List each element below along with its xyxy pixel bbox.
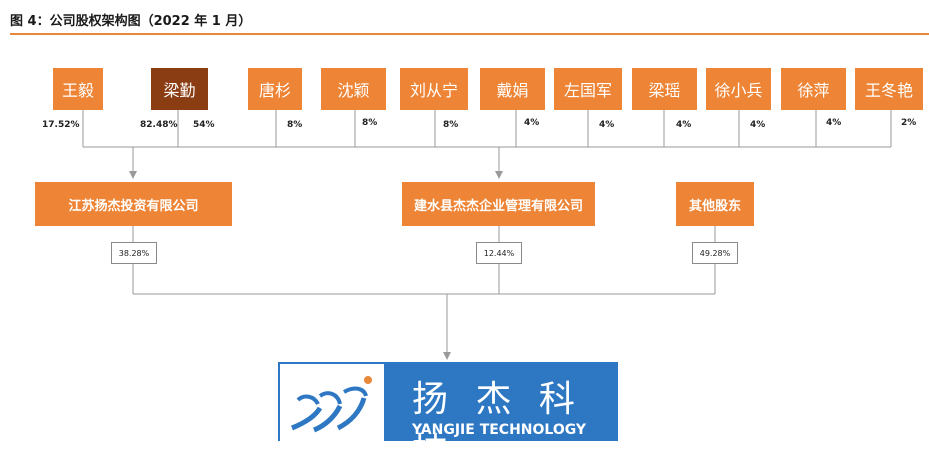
stake-percent: 4% <box>750 120 766 130</box>
shareholder-name: 梁勤 <box>163 81 196 100</box>
logo-mark-panel <box>280 364 384 441</box>
holder-name: 其他股东 <box>688 198 741 214</box>
shareholder-box-wang-yi: 王毅 <box>53 68 103 110</box>
holder-box-other-shareholders: 其他股东 <box>676 182 754 226</box>
holder-box-jianshui-jiejie: 建水县杰杰企业管理有限公司 <box>402 182 595 226</box>
shareholder-box-zuo-guojun: 左国军 <box>554 68 622 110</box>
shareholder-name: 左国军 <box>563 81 612 100</box>
company-name-en: YANGJIE TECHNOLOGY <box>412 422 587 438</box>
shareholder-box-liang-qin: 梁勤 <box>151 68 208 110</box>
holder-name: 建水县杰杰企业管理有限公司 <box>413 198 583 214</box>
shareholder-name: 梁瑶 <box>648 81 681 100</box>
stake-percent: 8% <box>443 120 459 130</box>
shareholder-box-wang-dongyan: 王冬艳 <box>855 68 923 110</box>
shareholder-name: 唐杉 <box>258 81 291 100</box>
shareholder-box-xu-ping: 徐萍 <box>781 68 846 110</box>
stake-percent: 4% <box>599 120 615 130</box>
stake-percent: 8% <box>362 118 378 128</box>
figure-title: 图 4：公司股权架构图（2022 年 1 月） <box>10 14 252 29</box>
shareholder-name: 王毅 <box>61 81 94 100</box>
stake-percent: 17.52% <box>42 120 80 130</box>
shareholder-name: 沈颖 <box>337 81 370 100</box>
shareholder-box-dai-juan: 戴娟 <box>480 68 545 110</box>
title-underline <box>10 33 929 35</box>
shareholder-box-tang-shan: 唐杉 <box>248 68 302 110</box>
stake-percent: 8% <box>287 120 303 130</box>
holder-box-jiangsu-yangjie-investment: 江苏扬杰投资有限公司 <box>35 182 232 226</box>
holder-stake-tag: 49.28% <box>692 242 738 264</box>
connector-lines <box>82 110 892 360</box>
stake-percent: 54% <box>193 120 215 130</box>
shareholder-name: 徐小兵 <box>714 81 763 100</box>
stake-percent: 2% <box>901 118 917 128</box>
stake-percent: 82.48% <box>140 120 178 130</box>
shareholder-box-liu-congning: 刘从宁 <box>400 68 468 110</box>
stake-percent: 4% <box>524 118 540 128</box>
stake-percent: 4% <box>676 120 692 130</box>
shareholder-name: 徐萍 <box>797 81 830 100</box>
shareholder-name: 戴娟 <box>496 81 529 100</box>
shareholder-name: 王冬艳 <box>864 81 913 100</box>
holder-stake-tag: 38.28% <box>111 242 157 264</box>
shareholder-name: 刘从宁 <box>409 81 458 100</box>
shareholder-box-xu-xiaobing: 徐小兵 <box>706 68 771 110</box>
yangjie-logo-mark-icon <box>291 376 372 433</box>
holder-stake-tag: 12.44% <box>476 242 522 264</box>
company-logo: 扬 杰 科 技 YANGJIE TECHNOLOGY <box>278 362 618 472</box>
holder-name: 江苏扬杰投资有限公司 <box>68 198 199 214</box>
stake-percent: 4% <box>826 118 842 128</box>
shareholder-box-liang-yao: 梁瑶 <box>632 68 697 110</box>
shareholder-box-shen-ying: 沈颖 <box>321 68 386 110</box>
